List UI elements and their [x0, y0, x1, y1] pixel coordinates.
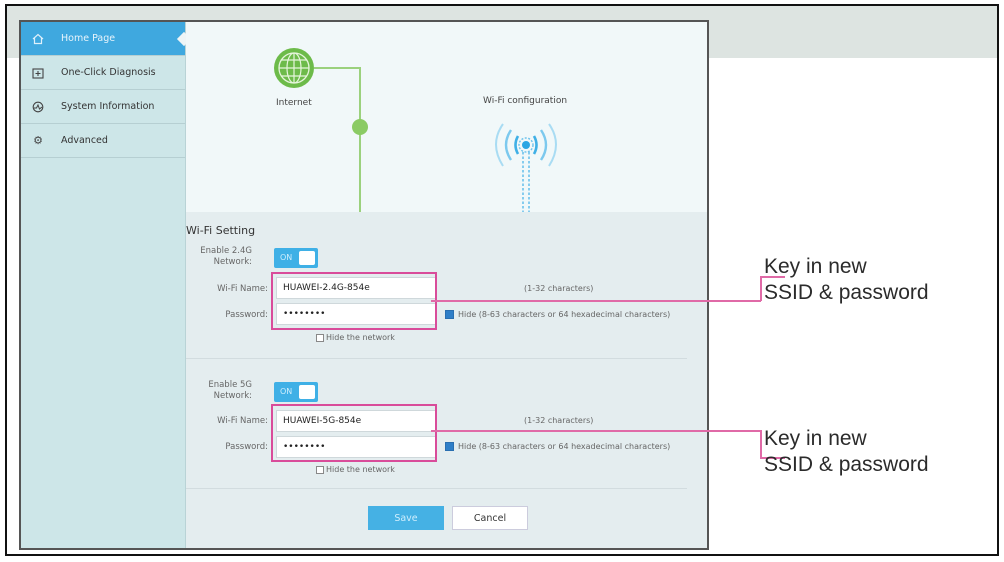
main-content: Internet Wi-Fi configuration	[186, 22, 707, 548]
sidebar-item-label: System Information	[61, 101, 155, 112]
internet-label: Internet	[276, 98, 312, 108]
sidebar-item-advanced[interactable]: ⚙ Advanced	[21, 124, 185, 158]
section-divider	[186, 488, 687, 489]
network-diagram: Internet Wi-Fi configuration	[186, 22, 707, 214]
connection-line	[359, 67, 361, 212]
hide-network-24g-checkbox[interactable]	[316, 334, 324, 342]
connection-line	[314, 67, 360, 69]
highlight-box-5g	[271, 404, 437, 462]
hide-password-5g-checkbox[interactable]	[445, 442, 454, 451]
callout-line-2: SSID & password	[764, 453, 929, 476]
wifi-config-label: Wi-Fi configuration	[483, 96, 568, 106]
wifi-signal-icon[interactable]	[481, 114, 571, 214]
sidebar: Home Page One-Click Diagnosis System Inf…	[21, 22, 186, 548]
hide-password-label: Hide (8-63 characters or 64 hexadecimal …	[458, 310, 671, 319]
enable-5g-label: Enable 5G Network:	[208, 380, 252, 401]
highlight-box-24g	[271, 272, 437, 330]
wifi-name-label: Wi-Fi Name:	[217, 416, 268, 426]
cancel-button[interactable]: Cancel	[452, 506, 528, 530]
wifi-name-24g-input[interactable]: HUAWEI-2.4G-854e	[276, 277, 436, 299]
callout-line	[431, 430, 761, 432]
callout-line	[431, 300, 761, 302]
hide-password-24g-checkbox[interactable]	[445, 310, 454, 319]
sidebar-item-label: Home Page	[61, 33, 116, 44]
diagnosis-icon	[31, 66, 45, 80]
enable-24g-label: Enable 2.4G Network:	[200, 246, 252, 267]
callout-text-1: Key in new SSID & password	[764, 254, 929, 306]
callout-line	[760, 457, 785, 459]
sidebar-item-home-page[interactable]: Home Page	[21, 22, 185, 56]
figure-frame: Home Page One-Click Diagnosis System Inf…	[5, 4, 999, 556]
sidebar-item-label: One-Click Diagnosis	[61, 67, 156, 78]
router-web-ui: Home Page One-Click Diagnosis System Inf…	[19, 20, 709, 550]
sidebar-item-system-information[interactable]: System Information	[21, 90, 185, 124]
section-divider	[186, 358, 687, 359]
system-info-icon	[31, 100, 45, 114]
enable-24g-toggle[interactable]: ON	[274, 248, 318, 268]
gear-icon: ⚙	[33, 134, 43, 147]
wifi-name-hint: (1-32 characters)	[524, 284, 594, 293]
home-icon	[31, 32, 45, 46]
password-label: Password:	[225, 442, 268, 452]
wifi-name-label: Wi-Fi Name:	[217, 284, 268, 294]
callout-line-2: SSID & password	[764, 281, 929, 304]
callout-text-2: Key in new SSID & password	[764, 426, 929, 478]
wifi-settings-panel: Wi-Fi Setting Enable 2.4G Network: ON Wi…	[186, 212, 707, 548]
callout-line-1: Key in new	[764, 427, 867, 450]
wifi-name-5g-input[interactable]: HUAWEI-5G-854e	[276, 410, 436, 432]
callout-line	[760, 276, 762, 301]
callout-line-1: Key in new	[764, 255, 867, 278]
password-24g-input[interactable]: ••••••••	[276, 303, 436, 325]
enable-5g-toggle[interactable]: ON	[274, 382, 318, 402]
sidebar-item-label: Advanced	[61, 135, 108, 146]
hide-network-5g-checkbox[interactable]	[316, 466, 324, 474]
wifi-name-hint: (1-32 characters)	[524, 416, 594, 425]
password-label: Password:	[225, 310, 268, 320]
hide-network-label: Hide the network	[326, 333, 395, 342]
globe-icon[interactable]	[274, 48, 314, 88]
toggle-label: ON	[280, 253, 293, 262]
hide-password-label: Hide (8-63 characters or 64 hexadecimal …	[458, 442, 671, 451]
sidebar-item-one-click-diagnosis[interactable]: One-Click Diagnosis	[21, 56, 185, 90]
section-title: Wi-Fi Setting	[186, 224, 256, 237]
callout-line	[760, 430, 762, 458]
save-button[interactable]: Save	[368, 506, 444, 530]
connection-node-icon	[352, 119, 368, 135]
toggle-label: ON	[280, 387, 293, 396]
hide-network-label: Hide the network	[326, 465, 395, 474]
callout-line	[760, 276, 785, 278]
